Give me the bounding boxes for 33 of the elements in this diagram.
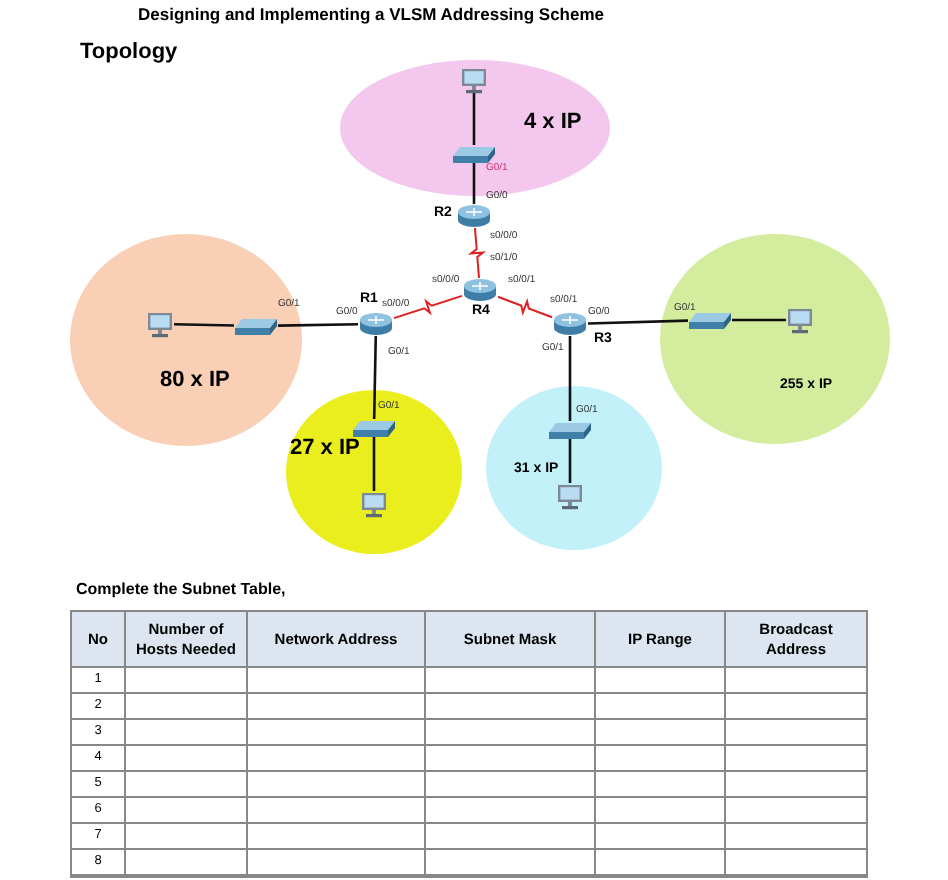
ethernet-link: [277, 323, 359, 327]
switch-icon: [452, 145, 496, 163]
ethernet-link: [732, 318, 786, 322]
switch-icon: [688, 311, 732, 329]
switch-icon: [548, 421, 592, 439]
computer-icon: [360, 491, 388, 517]
computer-icon: [786, 307, 814, 333]
ethernet-link: [587, 319, 689, 325]
switch-icon: [352, 419, 396, 437]
computer-icon: [460, 67, 488, 93]
ethernet-link: [372, 335, 378, 420]
ethernet-link: [472, 93, 476, 145]
host-count-label: 80 x IP: [160, 370, 230, 392]
page-title: Designing and Implementing a VLSM Addressing Scheme: [138, 2, 605, 28]
serial-link: [467, 227, 487, 279]
instruction-text: Complete the Subnet Table,: [76, 578, 286, 602]
ethernet-link: [568, 336, 572, 421]
ethernet-link: [472, 163, 476, 204]
router-icon: [456, 204, 492, 228]
computer-icon: [556, 483, 584, 509]
switch-icon: [234, 317, 278, 335]
section-heading: Topology: [80, 38, 178, 68]
host-count-label: 4 x IP: [524, 112, 582, 134]
router-icon: [462, 278, 498, 302]
computer-icon: [146, 311, 174, 337]
serial-link: [497, 295, 553, 319]
ethernet-link: [568, 439, 572, 483]
ethernet-link: [372, 437, 376, 491]
router-icon: [552, 312, 588, 336]
serial-link: [393, 294, 463, 320]
host-count-label: 27 x IP: [290, 438, 360, 460]
ethernet-link: [173, 323, 235, 327]
router-icon: [358, 312, 394, 336]
